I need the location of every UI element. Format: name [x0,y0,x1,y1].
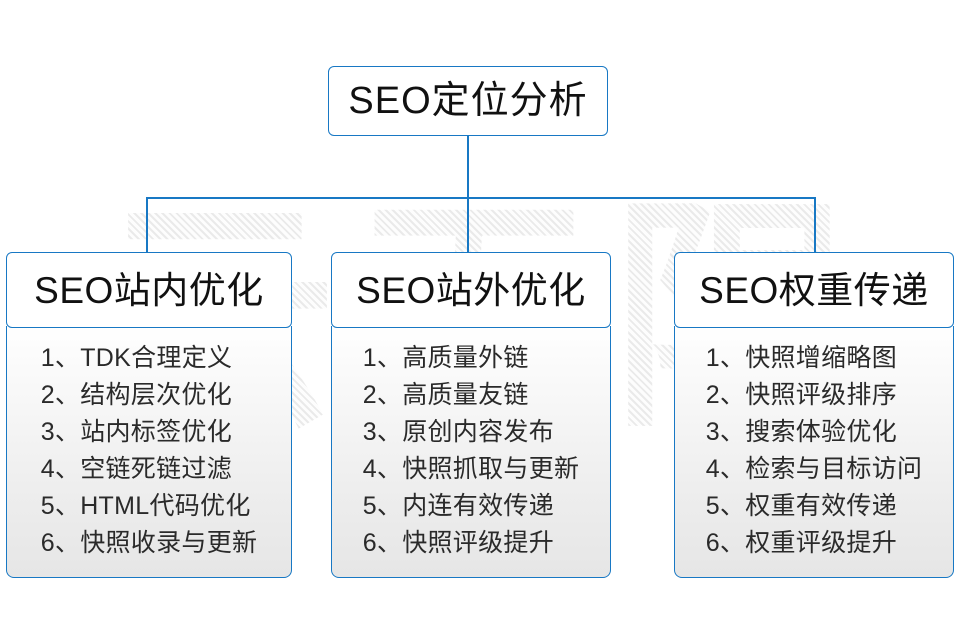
list-item[interactable]: 1、快照增缩略图 [706,340,923,377]
branch-body-seo-onsite: 1、TDK合理定义 2、结构层次优化 3、站内标签优化 4、空链死链过滤 5、H… [6,326,292,578]
list-item-number: 1、 [705,344,746,372]
branch-body-seo-weight: 1、快照增缩略图 2、快照评级排序 3、搜索体验优化 4、检索与目标访问 5、权… [674,326,954,578]
connector-root-vertical [467,135,469,199]
branch-header-seo-weight[interactable]: SEO权重传递 [674,252,954,328]
list-item-number: 1、 [40,344,81,372]
list-item[interactable]: 1、TDK合理定义 [41,340,258,377]
branch-item-list: 1、高质量外链 2、高质量友链 3、原创内容发布 4、快照抓取与更新 5、内连有… [363,340,580,562]
branch-body-seo-offsite: 1、高质量外链 2、高质量友链 3、原创内容发布 4、快照抓取与更新 5、内连有… [331,326,611,578]
list-item-label: 快照评级提升 [402,529,555,557]
branch-header-label: SEO站外优化 [356,269,586,311]
list-item-number: 4、 [362,455,403,483]
list-item-number: 5、 [705,492,746,520]
list-item[interactable]: 5、权重有效传递 [706,488,923,525]
branch-header-label: SEO站内优化 [34,269,264,311]
list-item-number: 1、 [362,344,403,372]
list-item-number: 2、 [362,381,403,409]
list-item[interactable]: 4、检索与目标访问 [706,451,923,488]
list-item-label: 高质量友链 [402,381,529,409]
list-item-number: 4、 [40,455,81,483]
list-item-label: 内连有效传递 [402,492,555,520]
list-item[interactable]: 6、快照收录与更新 [41,525,258,562]
connector-horizontal-bus [146,197,816,199]
list-item-number: 6、 [40,529,81,557]
list-item[interactable]: 5、HTML代码优化 [41,488,258,525]
list-item-label: 快照收录与更新 [80,529,258,557]
list-item-number: 6、 [362,529,403,557]
list-item-number: 3、 [705,418,746,446]
branch-column-seo-weight: SEO权重传递 1、快照增缩略图 2、快照评级排序 3、搜索体验优化 4、检索与… [674,252,954,578]
list-item[interactable]: 2、结构层次优化 [41,377,258,414]
list-item[interactable]: 6、快照评级提升 [363,525,580,562]
connector-branch-3-vertical [814,197,816,253]
list-item-label: 空链死链过滤 [80,455,233,483]
list-item[interactable]: 3、站内标签优化 [41,414,258,451]
list-item[interactable]: 6、权重评级提升 [706,525,923,562]
root-node-title: SEO定位分析 [348,80,588,122]
branch-column-seo-onsite: SEO站内优化 1、TDK合理定义 2、结构层次优化 3、站内标签优化 4、空链… [6,252,292,578]
list-item[interactable]: 4、空链死链过滤 [41,451,258,488]
list-item-label: 权重评级提升 [745,529,898,557]
list-item-label: 检索与目标访问 [745,455,923,483]
list-item-label: 快照抓取与更新 [402,455,580,483]
list-item[interactable]: 1、高质量外链 [363,340,580,377]
list-item-number: 5、 [362,492,403,520]
connector-branch-2-vertical [467,197,469,253]
list-item-label: HTML代码优化 [80,492,251,520]
list-item-label: 快照评级排序 [745,381,898,409]
list-item-number: 6、 [705,529,746,557]
branch-item-list: 1、快照增缩略图 2、快照评级排序 3、搜索体验优化 4、检索与目标访问 5、权… [706,340,923,562]
list-item-label: 站内标签优化 [80,418,233,446]
connector-branch-1-vertical [146,197,148,253]
list-item-number: 5、 [40,492,81,520]
list-item-number: 4、 [705,455,746,483]
list-item[interactable]: 2、高质量友链 [363,377,580,414]
list-item-label: 原创内容发布 [402,418,555,446]
list-item-label: 快照增缩略图 [745,344,898,372]
branch-header-label: SEO权重传递 [699,269,929,311]
list-item-label: TDK合理定义 [80,344,233,372]
list-item-number: 3、 [40,418,81,446]
list-item-number: 2、 [705,381,746,409]
root-node[interactable]: SEO定位分析 [328,66,608,136]
branch-header-seo-offsite[interactable]: SEO站外优化 [331,252,611,328]
list-item[interactable]: 3、原创内容发布 [363,414,580,451]
branch-header-seo-onsite[interactable]: SEO站内优化 [6,252,292,328]
branch-item-list: 1、TDK合理定义 2、结构层次优化 3、站内标签优化 4、空链死链过滤 5、H… [41,340,258,562]
list-item-label: 结构层次优化 [80,381,233,409]
list-item-label: 权重有效传递 [745,492,898,520]
list-item[interactable]: 5、内连有效传递 [363,488,580,525]
list-item-number: 2、 [40,381,81,409]
list-item[interactable]: 4、快照抓取与更新 [363,451,580,488]
branch-column-seo-offsite: SEO站外优化 1、高质量外链 2、高质量友链 3、原创内容发布 4、快照抓取与… [331,252,611,578]
list-item-label: 搜索体验优化 [745,418,898,446]
list-item-number: 3、 [362,418,403,446]
list-item[interactable]: 2、快照评级排序 [706,377,923,414]
list-item-label: 高质量外链 [402,344,529,372]
list-item[interactable]: 3、搜索体验优化 [706,414,923,451]
